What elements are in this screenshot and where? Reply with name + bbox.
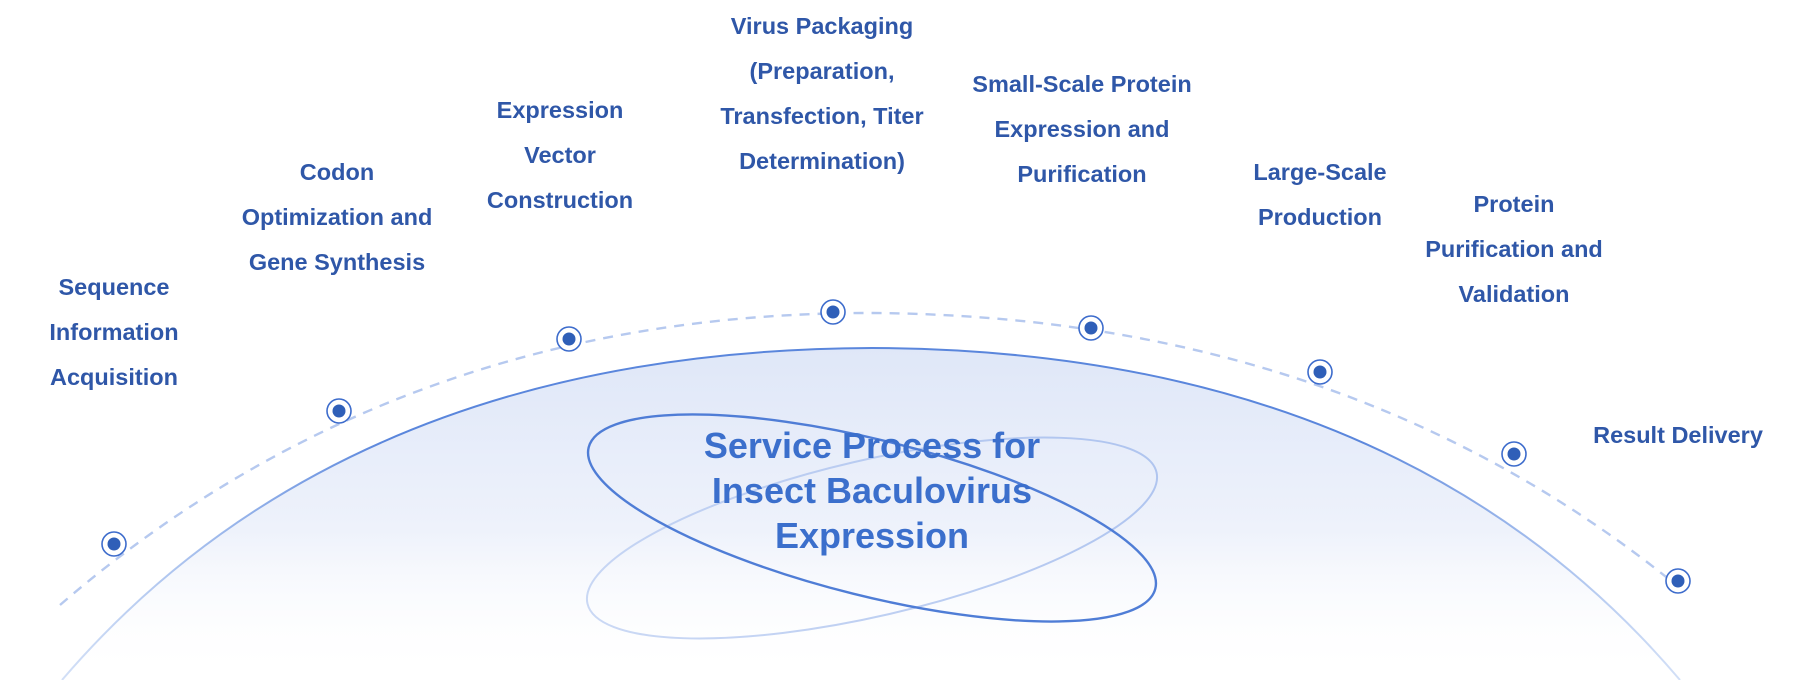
dome-shape <box>62 348 1680 680</box>
step-label-line: Transfection, Titer <box>720 103 924 129</box>
step-label-7: Protein Purification and Validation <box>1425 182 1603 317</box>
step-label-line: Small-Scale Protein <box>972 71 1192 97</box>
center-title-line: Expression <box>774 515 970 556</box>
step-node-4 <box>826 305 840 319</box>
step-label-line: Virus Packaging <box>730 13 914 39</box>
step-label-line: Expression and <box>994 116 1170 142</box>
step-label-1: Sequence Information Acquisition <box>49 265 178 400</box>
step-label-line: Vector <box>524 142 596 168</box>
step-label-line: Purification <box>1017 161 1147 187</box>
step-label-line: Result Delivery <box>1593 422 1763 448</box>
step-label-line: Information <box>49 319 179 345</box>
step-label-line: Acquisition <box>50 364 178 390</box>
step-label-line: Gene Synthesis <box>248 249 426 275</box>
step-label-line: Expression <box>496 97 624 123</box>
step-label-5: Small-Scale Protein Expression and Purif… <box>972 62 1191 197</box>
step-label-6: Large-Scale Production <box>1253 150 1386 240</box>
step-node-7 <box>1507 447 1521 461</box>
step-label-line: Large-Scale <box>1253 159 1387 185</box>
step-label-line: Sequence <box>58 274 170 300</box>
center-title: Service Process for Insect Baculovirus E… <box>704 423 1040 558</box>
step-node-5 <box>1084 321 1098 335</box>
step-node-2 <box>332 404 346 418</box>
step-label-4: Virus Packaging (Preparation, Transfecti… <box>720 4 923 184</box>
step-label-line: Protein <box>1473 191 1555 217</box>
center-title-line: Insect Baculovirus <box>711 470 1033 511</box>
step-label-line: Optimization and <box>241 204 433 230</box>
step-label-line: Determination) <box>739 148 905 174</box>
step-label-line: Codon <box>299 159 375 185</box>
step-label-2: Codon Optimization and Gene Synthesis <box>242 150 433 285</box>
step-label-3: Expression Vector Construction <box>487 88 633 223</box>
step-label-line: Production <box>1257 204 1383 230</box>
step-node-8 <box>1671 574 1685 588</box>
dome-edge <box>61 346 1681 680</box>
process-arc <box>59 311 1671 606</box>
step-node-6 <box>1313 365 1327 379</box>
step-label-line: Purification and <box>1425 236 1603 262</box>
step-label-line: Validation <box>1458 281 1570 307</box>
step-label-line: (Preparation, <box>749 58 895 84</box>
step-node-3 <box>562 332 576 346</box>
step-label-line: Construction <box>486 187 634 213</box>
center-orbit-rings <box>585 413 1159 640</box>
step-label-8: Result Delivery <box>1593 413 1763 458</box>
center-title-line: Service Process for <box>703 425 1041 466</box>
step-node-1 <box>107 537 121 551</box>
